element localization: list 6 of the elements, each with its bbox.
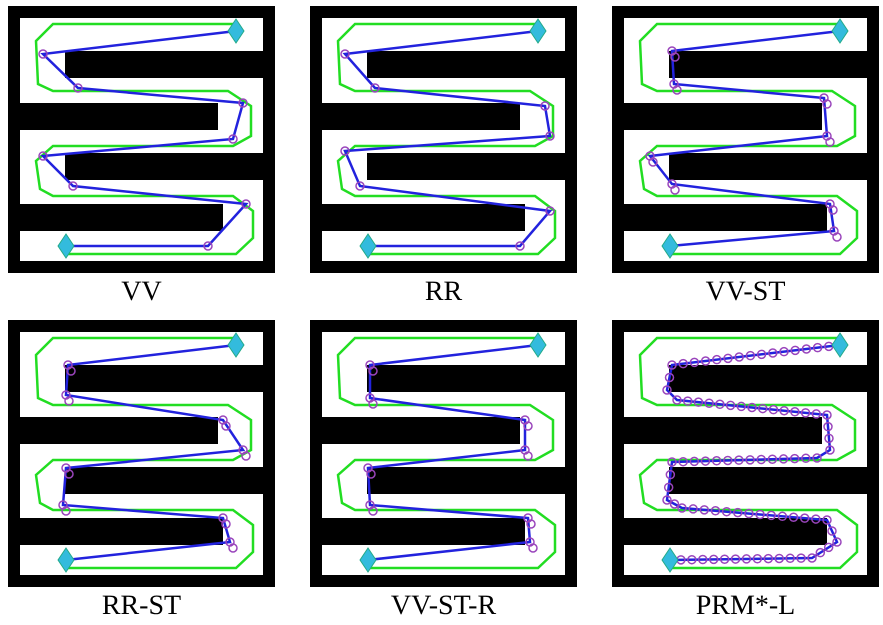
panel-caption: VV — [120, 277, 163, 307]
panel-caption: RR — [424, 277, 464, 307]
panel-caption: VV-ST-R — [390, 591, 498, 621]
panel-caption: RR-ST — [100, 591, 182, 621]
panel-caption: VV-ST — [704, 277, 786, 307]
panel-caption: PRM*-L — [694, 591, 796, 621]
